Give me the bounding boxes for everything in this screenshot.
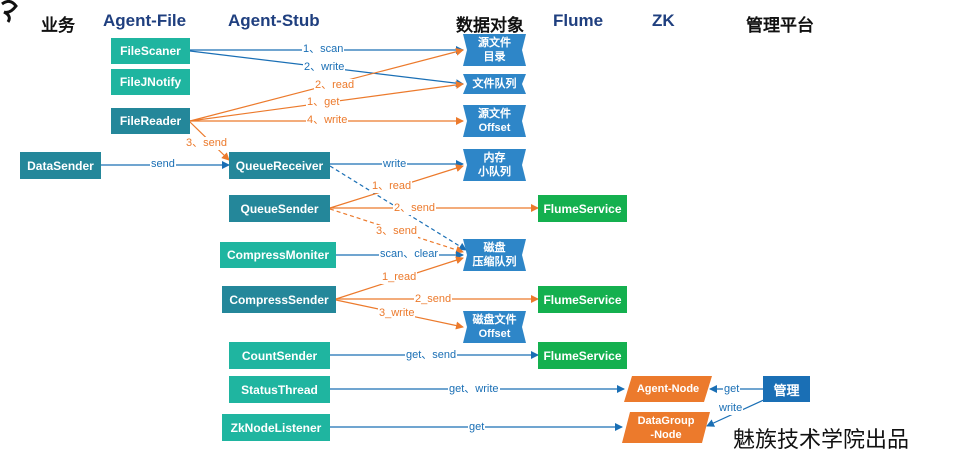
label-write-disk-offset: 3_write	[378, 307, 416, 320]
label-get-write: get、write	[448, 383, 500, 396]
component-queue-receiver: QueueReceiver	[229, 152, 330, 179]
label-read-src: 2、read	[314, 79, 356, 92]
header-zk: ZK	[652, 11, 675, 30]
component-file-jnotify: FileJNotify	[111, 69, 190, 95]
label-mgmt-get: get	[723, 383, 741, 396]
component-compress-moniter: CompressMoniter	[220, 242, 336, 268]
label-scan-clear: scan、clear	[379, 248, 440, 261]
component-status-thread: StatusThread	[229, 376, 330, 403]
flume-service-2: FlumeService	[538, 286, 627, 313]
component-count-sender: CountSender	[229, 342, 330, 369]
mem-queue-line1: 内存	[483, 152, 506, 164]
data-object-disk-queue: 磁盘压缩队列	[463, 239, 526, 271]
label-get-zk: get	[468, 421, 486, 434]
header-management: 管理平台	[746, 16, 814, 35]
datagroup-node-line1: DataGroup	[637, 414, 695, 427]
header-agent-file: Agent-File	[103, 11, 187, 30]
label-write-queue: 2、write	[303, 61, 346, 74]
src-dir-line1: 源文件	[478, 37, 511, 49]
data-object-disk-offset: 磁盘文件 Offset	[463, 311, 526, 343]
component-file-reader: FileReader	[111, 108, 190, 134]
header-data-object: 数据对象	[456, 16, 524, 35]
src-offset-line1: 源文件	[478, 108, 511, 120]
zk-datagroup-node: DataGroup-Node	[622, 412, 710, 443]
disk-offset-line2: Offset	[478, 328, 511, 340]
label-send-flume-2: 2_send	[414, 293, 453, 306]
component-queue-sender: QueueSender	[229, 195, 330, 222]
label-send-receiver: 3、send	[185, 137, 228, 150]
component-data-sender: DataSender	[20, 152, 101, 179]
edge-send-disk	[329, 208, 464, 254]
label-scan: 1、scan	[302, 43, 345, 56]
management-box: 管理	[763, 376, 810, 402]
header-agent-stub: Agent-Stub	[228, 11, 320, 30]
header-flume: Flume	[553, 11, 604, 30]
src-offset-line2: Offset	[478, 122, 511, 134]
component-file-scaner: FileScaner	[111, 38, 190, 64]
zk-agent-node: Agent-Node	[624, 376, 712, 402]
datagroup-node-line2: -Node	[650, 428, 682, 441]
label-write-offset: 4、write	[306, 114, 349, 127]
disk-offset-line1: 磁盘文件	[472, 314, 517, 326]
label-send-flume-1: 2、send	[393, 202, 436, 215]
data-object-file-queue: 文件队列	[463, 74, 526, 94]
label-mgmt-write: write	[718, 402, 744, 415]
data-object-src-offset: 源文件 Offset	[463, 105, 526, 137]
footer-credit: 魅族技术学院出品	[733, 428, 910, 453]
label-send-disk: 3、send	[375, 225, 418, 238]
label-read-mem: 1、read	[371, 180, 413, 193]
mem-queue-line2: 小队列	[478, 166, 511, 178]
label-send: send	[150, 158, 176, 171]
flume-service-1: FlumeService	[538, 195, 627, 222]
component-zk-node-listener: ZkNodeListener	[222, 414, 330, 441]
flume-service-3: FlumeService	[538, 342, 627, 369]
label-get-send: get、send	[405, 349, 458, 362]
label-get-queue: 1、get	[306, 96, 341, 109]
agent-node-label: Agent-Node	[636, 383, 700, 395]
disk-queue-line2: 压缩队列	[472, 256, 517, 268]
disk-queue-line1: 磁盘	[483, 242, 506, 254]
corner-logo-mark	[1, 0, 18, 23]
label-read-disk: 1_read	[381, 271, 418, 284]
data-object-src-dir: 源文件目录	[463, 34, 526, 66]
component-compress-sender: CompressSender	[222, 286, 336, 313]
data-object-mem-queue: 内存小队列	[463, 149, 526, 181]
file-queue-label: 文件队列	[472, 78, 517, 90]
src-dir-line2: 目录	[483, 51, 506, 63]
header-business: 业务	[41, 16, 75, 35]
label-write-mem: write	[382, 158, 408, 171]
